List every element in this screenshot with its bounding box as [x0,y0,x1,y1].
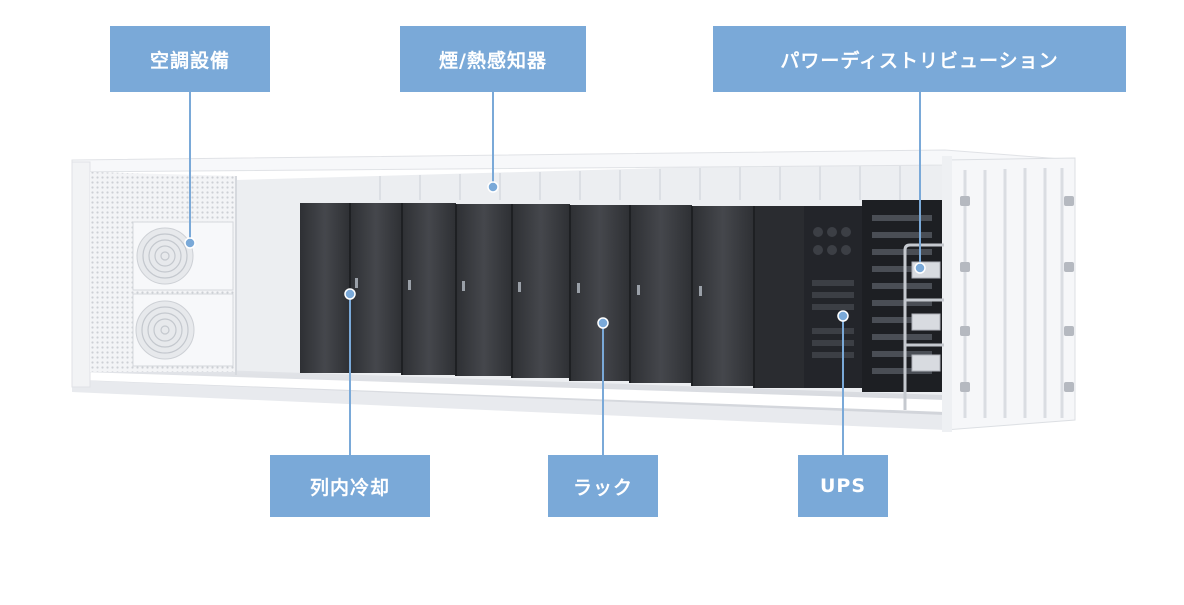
label-hvac: 空調設備 [110,26,270,92]
dot-ups [837,310,849,322]
dot-rack [597,317,609,329]
dot-hvac [184,237,196,249]
label-inrow-cooling: 列内冷却 [270,455,430,517]
label-power-distribution: パワーディストリビューション [713,26,1126,92]
label-smoke-heat-detector: 煙/熱感知器 [400,26,586,92]
rack-row [300,200,944,410]
dot-detector [487,181,499,193]
dot-pdu [914,262,926,274]
label-ups: UPS [798,455,888,517]
hvac-units [132,221,234,367]
dot-inrow [344,288,356,300]
leader-lines [189,92,921,455]
label-rack: ラック [548,455,658,517]
